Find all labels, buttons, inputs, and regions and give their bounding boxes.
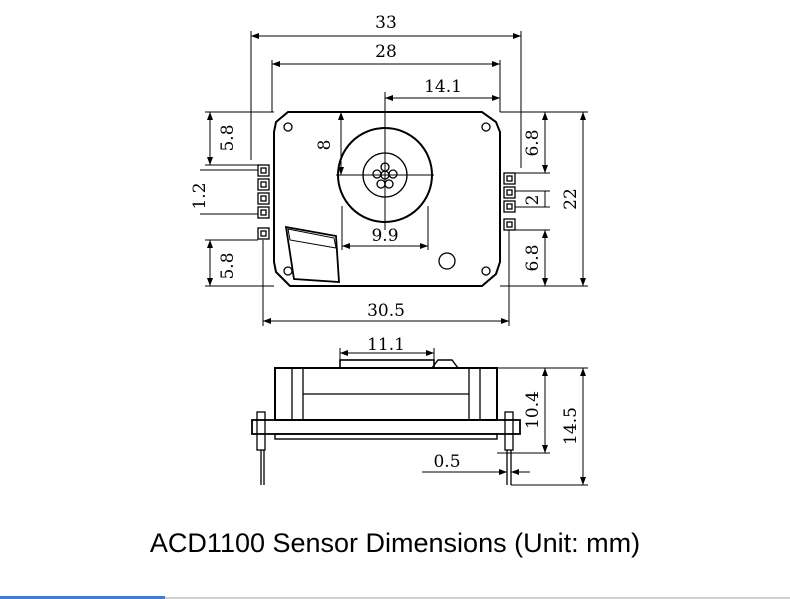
pin xyxy=(257,178,270,191)
label-overall-height: 22 xyxy=(561,188,581,210)
label-pin-pitch-left: 1.2 xyxy=(190,182,210,209)
mounting-hole-br xyxy=(481,266,491,276)
dimension-lines-top xyxy=(250,31,522,250)
sensor-port xyxy=(388,169,398,179)
board-outline xyxy=(273,111,501,287)
label-board-width: 30.5 xyxy=(367,301,405,321)
label-body-height: 10.4 xyxy=(523,391,543,429)
label-total-height: 14.5 xyxy=(561,407,581,445)
label-right-top-margin: 6.8 xyxy=(523,129,543,156)
dimension-lines-side xyxy=(339,348,588,486)
mounting-hole-bl xyxy=(283,266,293,276)
divider-line xyxy=(165,597,790,599)
label-left-top-margin: 5.8 xyxy=(218,124,238,151)
label-top-window-width: 11.1 xyxy=(367,335,405,355)
top-view xyxy=(200,31,588,326)
label-overall-width: 33 xyxy=(375,13,397,33)
pin xyxy=(503,172,516,185)
pin xyxy=(257,192,270,205)
label-center-offset: 14.1 xyxy=(424,77,462,97)
dimension-labels: 33 28 14.1 8 9.9 30.5 5.8 1.2 5.8 6.8 2 … xyxy=(190,13,581,472)
pin xyxy=(257,206,270,219)
label-inner-width: 28 xyxy=(375,42,397,62)
label-pin-diameter: 0.5 xyxy=(433,452,460,472)
label-window-diameter: 9.9 xyxy=(371,226,398,246)
figure-caption: ACD1100 Sensor Dimensions (Unit: mm) xyxy=(149,528,641,558)
pin xyxy=(503,218,516,231)
sensor-port xyxy=(384,179,394,189)
left-pin-header xyxy=(257,164,270,240)
side-window-plate xyxy=(339,359,435,369)
connector-shape xyxy=(284,225,340,283)
sensor-port xyxy=(372,169,382,179)
dimension-lines-right xyxy=(500,111,588,287)
sensor-port xyxy=(376,179,386,189)
side-pin-left xyxy=(256,411,266,451)
connector-shape-inner xyxy=(287,228,337,249)
dimension-line-board-width xyxy=(262,230,510,326)
label-sensor-height: 8 xyxy=(315,140,335,151)
arrowheads xyxy=(207,33,586,485)
accent-line xyxy=(0,596,165,599)
side-view xyxy=(251,348,588,486)
side-board xyxy=(251,419,521,435)
pin xyxy=(257,227,270,240)
pin xyxy=(257,164,270,177)
label-left-bottom-margin: 5.8 xyxy=(218,252,238,279)
label-right-bottom-margin: 6.8 xyxy=(523,244,543,271)
indicator-circle xyxy=(438,252,456,270)
right-pin-header xyxy=(503,172,516,231)
mounting-hole-tl xyxy=(283,122,293,132)
label-pin-pitch-right: 2 xyxy=(523,195,543,206)
pin xyxy=(503,200,516,213)
mounting-hole-tr xyxy=(481,122,491,132)
pin xyxy=(503,186,516,199)
side-pin-right xyxy=(504,411,514,451)
